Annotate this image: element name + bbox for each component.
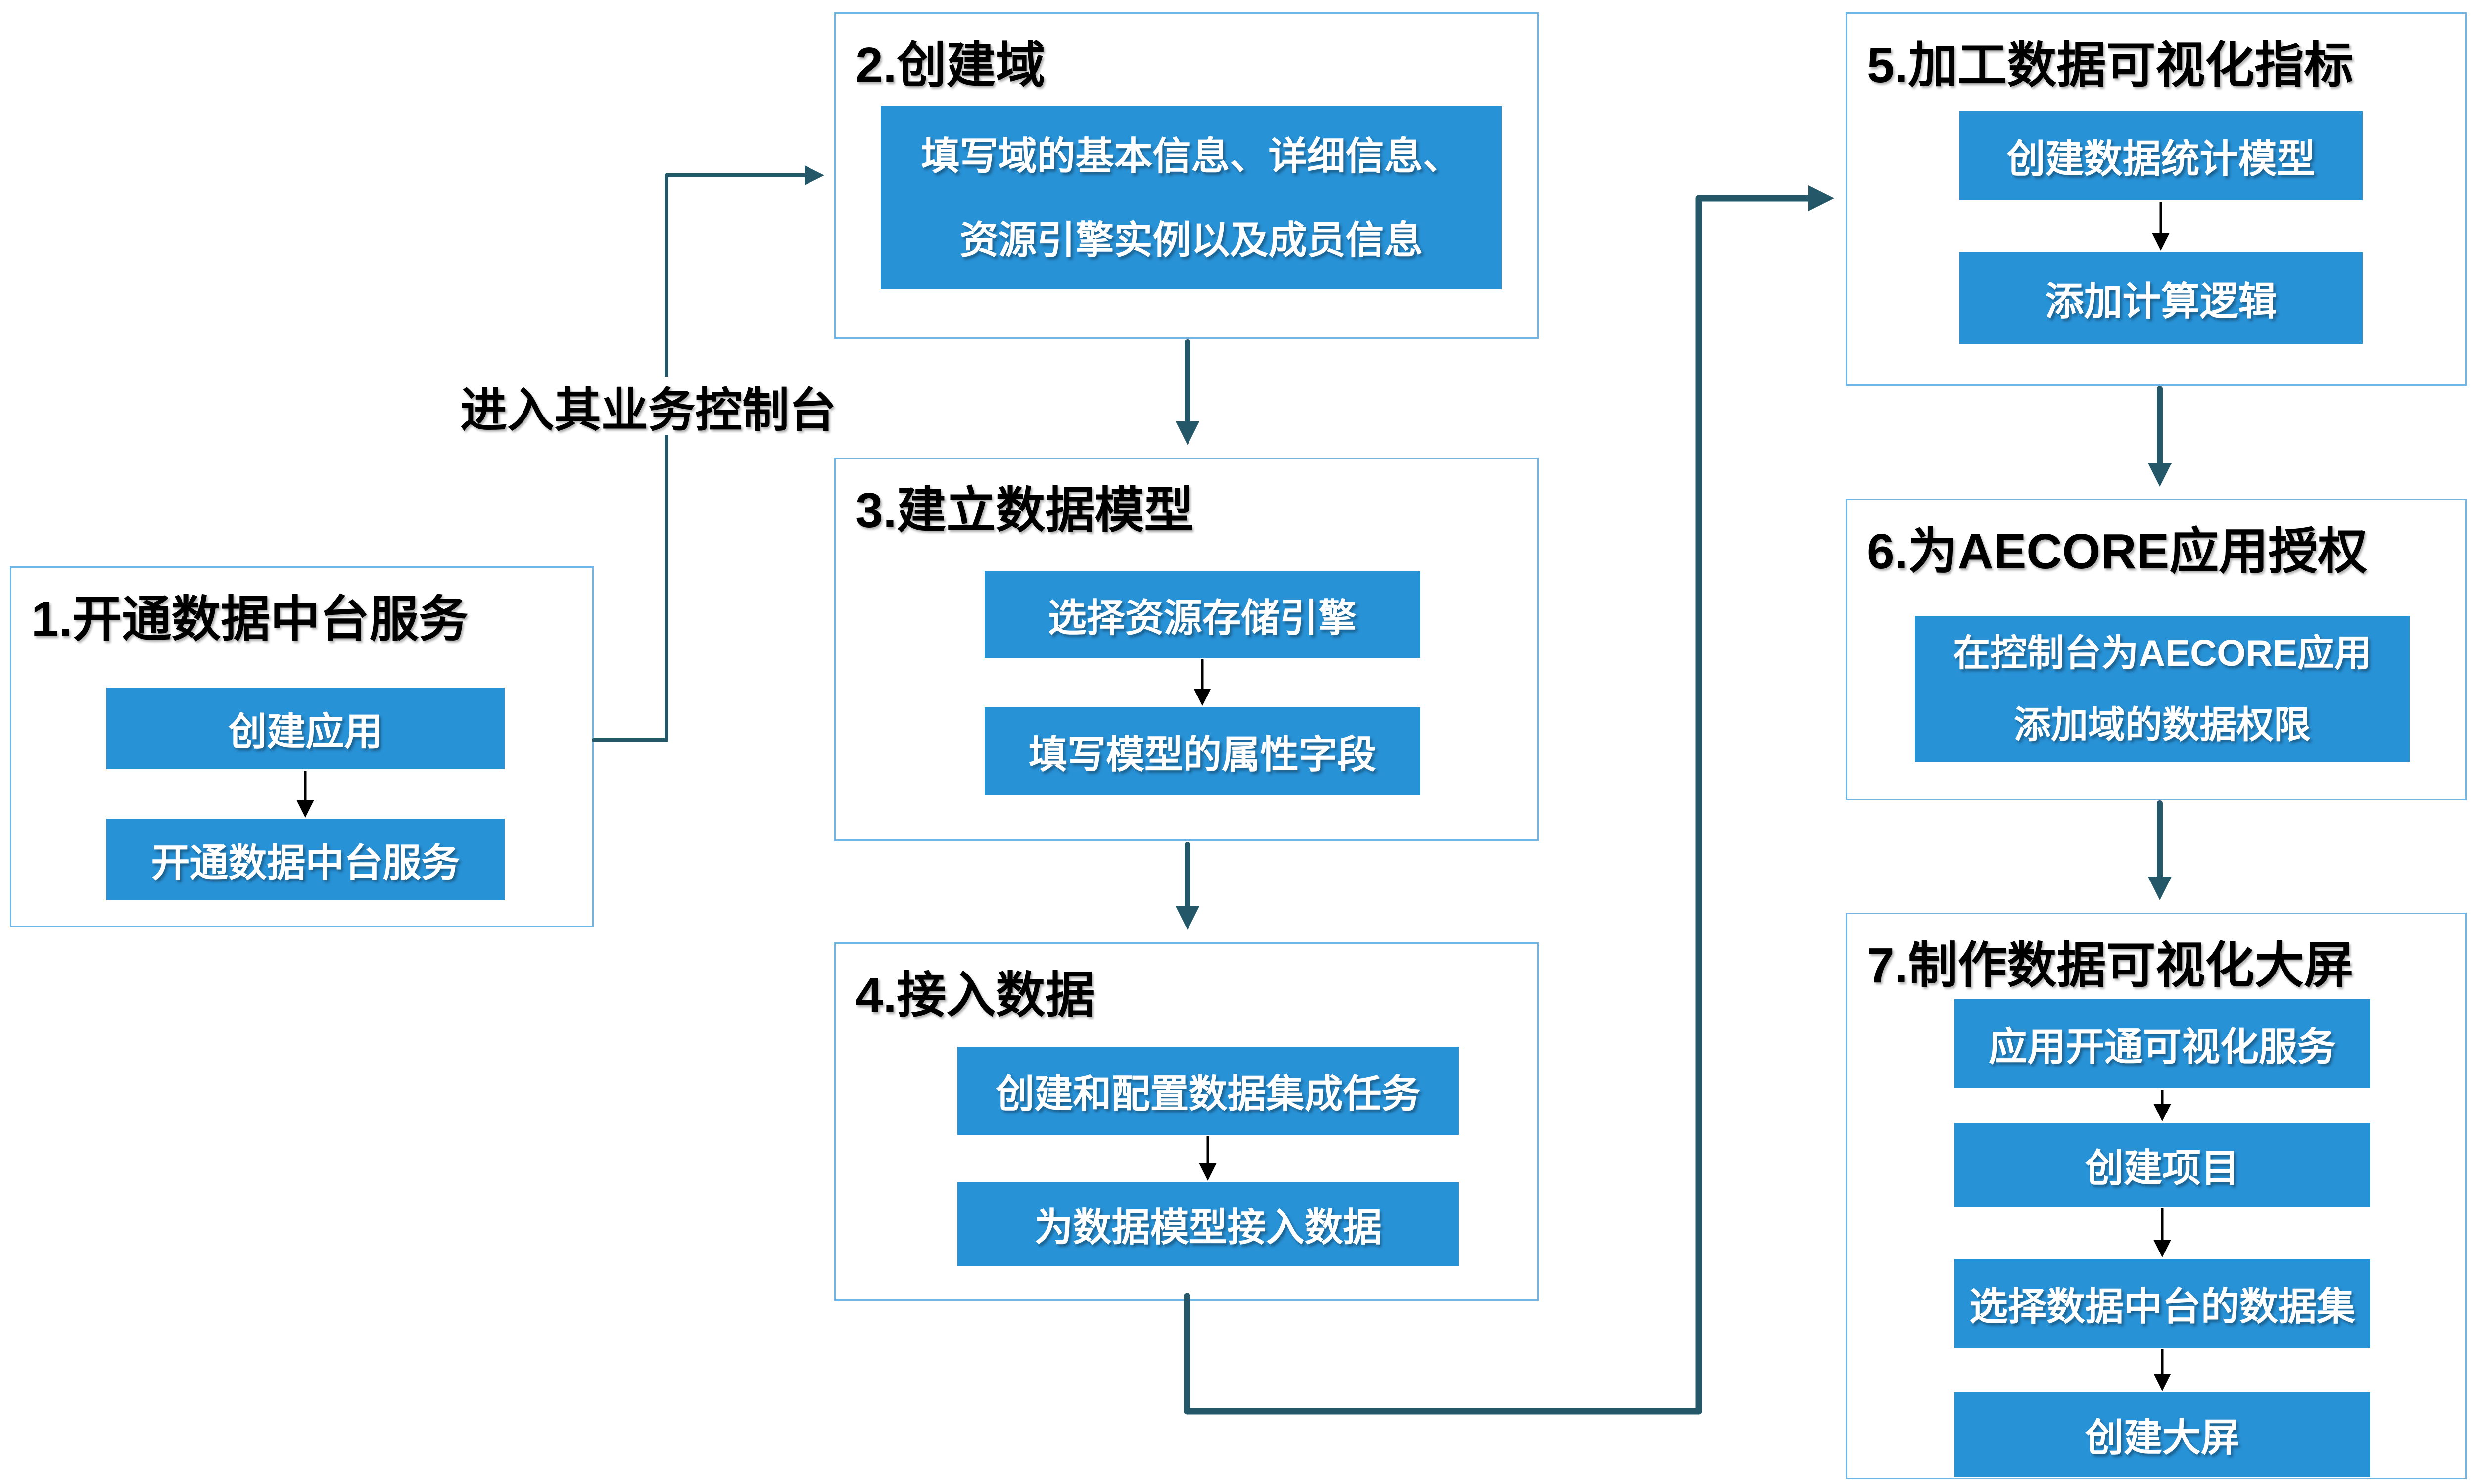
step-2-item-fill-domain-info: 填写域的基本信息、详细信息、 资源引擎实例以及成员信息 (881, 106, 1502, 289)
step-6-title: 6.为AECORE应用授权 (1867, 524, 2368, 579)
step-7-item-create-project: 创建项目 (1954, 1123, 2370, 1207)
step-7-item-create-screen: 创建大屏 (1954, 1392, 2370, 1477)
step-2-title: 2.创建域 (856, 38, 1046, 93)
step-3-item-select-storage-engine: 选择资源存储引擎 (985, 571, 1420, 658)
connector-label-enter-console: 进入其业务控制台 (445, 377, 851, 437)
elbow-arrow-step1-to-step2 (592, 165, 824, 742)
step-7-item-activate-visualization: 应用开通可视化服务 (1954, 999, 2370, 1088)
step-4-title: 4.接入数据 (856, 968, 1095, 1023)
step-7-title: 7.制作数据可视化大屏 (1867, 938, 2354, 993)
step-4-item-connect-data: 为数据模型接入数据 (957, 1182, 1459, 1266)
step-5-title: 5.加工数据可视化指标 (1867, 38, 2354, 93)
step-1-item-activate-service: 开通数据中台服务 (106, 819, 505, 900)
step-6-item-grant-domain-permission: 在控制台为AECORE应用 添加域的数据权限 (1915, 616, 2410, 762)
step-7-item-select-dataset: 选择数据中台的数据集 (1954, 1259, 2370, 1348)
step-5-item-add-calc-logic: 添加计算逻辑 (1959, 252, 2363, 344)
step-5-item-create-statistic-model: 创建数据统计模型 (1959, 111, 2363, 200)
step-3-item-fill-model-fields: 填写模型的属性字段 (985, 707, 1420, 795)
step-3-title: 3.建立数据模型 (856, 483, 1194, 538)
step-4-item-create-integration-task: 创建和配置数据集成任务 (957, 1047, 1459, 1135)
step-1-title: 1.开通数据中台服务 (31, 592, 469, 647)
step-1-item-create-app: 创建应用 (106, 688, 505, 769)
